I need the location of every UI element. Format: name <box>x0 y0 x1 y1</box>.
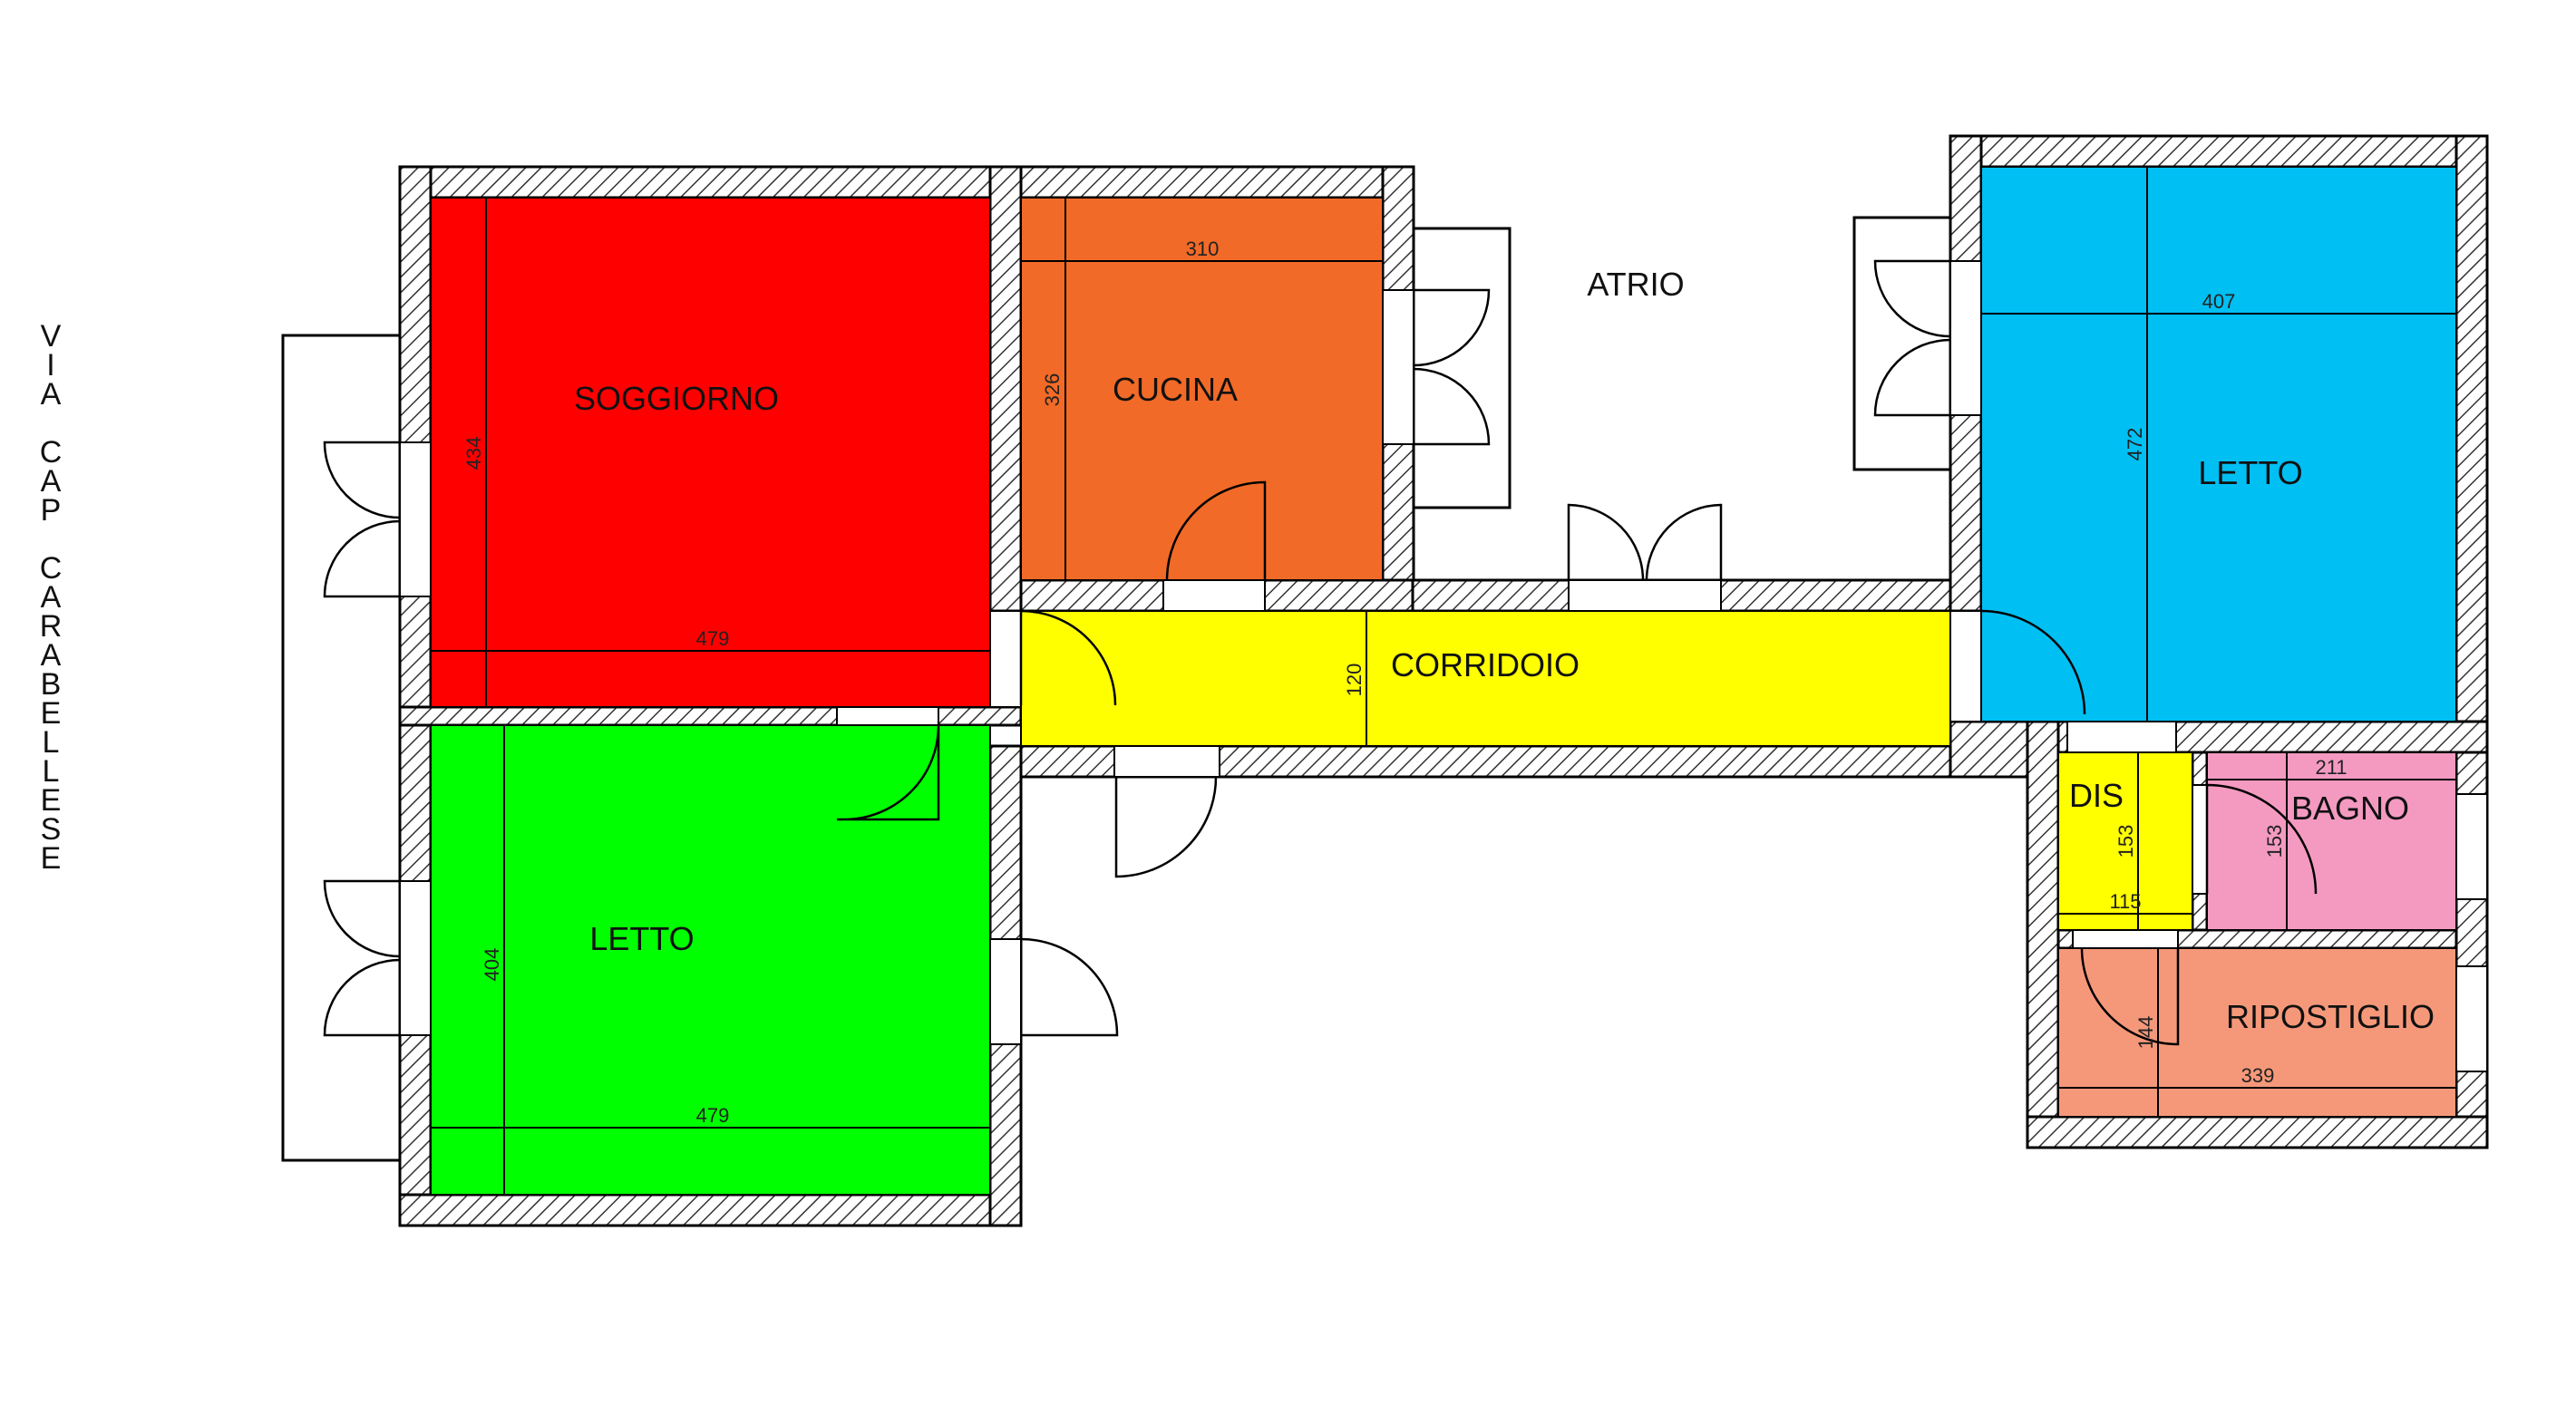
street-letter: S <box>41 812 62 847</box>
street-letter: I <box>46 348 54 383</box>
street-letter: A <box>41 638 62 673</box>
opening-letto1-door <box>836 706 939 726</box>
opening-soggiorno-door <box>989 610 1022 708</box>
door-swing <box>1413 367 1491 446</box>
street-letter: E <box>41 696 62 731</box>
room-label-cucina: CUCINA <box>1113 371 1238 408</box>
street-letter: A <box>41 377 62 412</box>
wall-corridor-link <box>1949 720 2029 779</box>
room-label-corridoio: CORRIDOIO <box>1391 646 1580 683</box>
dim-cucina-h: 326 <box>1041 373 1064 407</box>
opening-soggiorno-west <box>399 441 432 597</box>
dim-bagno-h: 153 <box>2263 825 2286 858</box>
wall-left-top <box>398 165 1415 199</box>
opening-cucina-door <box>1162 579 1266 612</box>
street-letter: L <box>43 754 60 789</box>
door-swing <box>1413 288 1491 367</box>
room-label-soggiorno: SOGGIORNO <box>574 380 779 417</box>
door-swing <box>323 958 401 1037</box>
dim-cucina-w: 310 <box>1186 237 1220 260</box>
balcony-letto-2 <box>1852 216 1952 471</box>
room-labels: SOGGIORNO CUCINA LETTO CORRIDOIO LETTO D… <box>574 266 2435 1035</box>
room-dis <box>2057 751 2193 931</box>
street-letter: B <box>41 667 62 702</box>
room-label-ripostiglio: RIPOSTIGLIO <box>2226 998 2435 1035</box>
opening-letto2-west <box>1949 260 1982 416</box>
room-label-bagno: BAGNO <box>2291 790 2409 827</box>
street-letter: L <box>43 725 60 760</box>
dim-letto2-h: 472 <box>2124 428 2146 461</box>
room-label-dis: DIS <box>2069 777 2124 814</box>
door-swing <box>1567 503 1645 581</box>
street-letter: P <box>41 493 62 528</box>
door-swing <box>1645 503 1723 581</box>
door-swing <box>1114 776 1218 878</box>
street-letter: C <box>40 551 63 586</box>
street-letter: R <box>40 609 63 644</box>
dimension-lines <box>431 167 2456 1195</box>
door-swings <box>323 259 2318 1046</box>
door-swing <box>1020 937 1119 1037</box>
door-swing <box>2205 783 2318 895</box>
balcony-west <box>281 334 402 1162</box>
wall-right-bottom <box>2026 1115 2489 1149</box>
dim-corridoio-h: 120 <box>1343 664 1366 697</box>
street-letter: A <box>41 580 62 615</box>
street-letter: E <box>41 841 62 876</box>
dim-ripostiglio-w: 339 <box>2241 1064 2275 1087</box>
wall-left-west <box>398 165 433 1227</box>
opening-bagno-east <box>2455 793 2488 900</box>
door-swing <box>1873 259 1951 338</box>
opening-letto2-door <box>1949 610 1982 722</box>
opening-dis-door <box>2066 721 2177 753</box>
door-swing <box>323 441 401 519</box>
room-bagno <box>2206 751 2457 931</box>
wall-right-top <box>1949 134 2489 169</box>
wall-soggiorno-cucina <box>988 165 1023 613</box>
opening-cucina-east <box>1382 289 1414 445</box>
atrio-label: ATRIO <box>1587 266 1684 303</box>
opening-ripostiglio-east <box>2455 965 2488 1072</box>
dim-soggiorno-h: 434 <box>462 437 485 470</box>
opening-atrio-entrance <box>1568 579 1722 612</box>
room-letto-2 <box>1980 166 2457 722</box>
door-swing <box>2080 947 2180 1046</box>
room-label-letto-1: LETTO <box>589 920 694 957</box>
wall-right-west-lower <box>2026 720 2060 1149</box>
opening-letto1-east <box>989 938 1022 1045</box>
door-swing <box>1873 338 1951 417</box>
door-swing <box>837 724 940 821</box>
wall-left-bottom <box>398 1193 1023 1227</box>
dim-letto1-h: 404 <box>481 948 503 982</box>
door-swing <box>1019 609 1117 706</box>
room-label-letto-2: LETTO <box>2198 454 2302 491</box>
door-swing <box>323 879 401 958</box>
opening-corridoio-south <box>1113 745 1220 778</box>
openings <box>399 260 2488 1072</box>
dim-bagno-w: 211 <box>2315 756 2347 779</box>
street-letter: C <box>40 435 63 470</box>
door-swing <box>1165 480 1267 581</box>
door-swing <box>323 519 401 598</box>
room-fills <box>430 166 2457 1196</box>
dim-letto2-w: 407 <box>2202 290 2236 313</box>
opening-letto1-west <box>399 880 432 1036</box>
street-letter: E <box>41 783 62 818</box>
street-letter: V <box>41 319 62 354</box>
opening-bagno-door <box>2192 784 2208 895</box>
dim-ripostiglio-h: 144 <box>2134 1016 2157 1050</box>
dim-dis-h: 153 <box>2114 825 2137 858</box>
dim-soggiorno-w: 479 <box>696 627 730 650</box>
opening-ripostiglio-door <box>2072 929 2179 949</box>
door-swing <box>1980 609 2086 715</box>
dimension-labels: 479 434 310 326 479 404 120 407 472 115 … <box>462 237 2348 1127</box>
room-soggiorno <box>430 197 991 708</box>
balcony-cucina <box>1412 227 1512 509</box>
street-letter: A <box>41 464 62 499</box>
dim-letto1-w: 479 <box>696 1104 730 1127</box>
dim-dis-w: 115 <box>2109 890 2141 913</box>
